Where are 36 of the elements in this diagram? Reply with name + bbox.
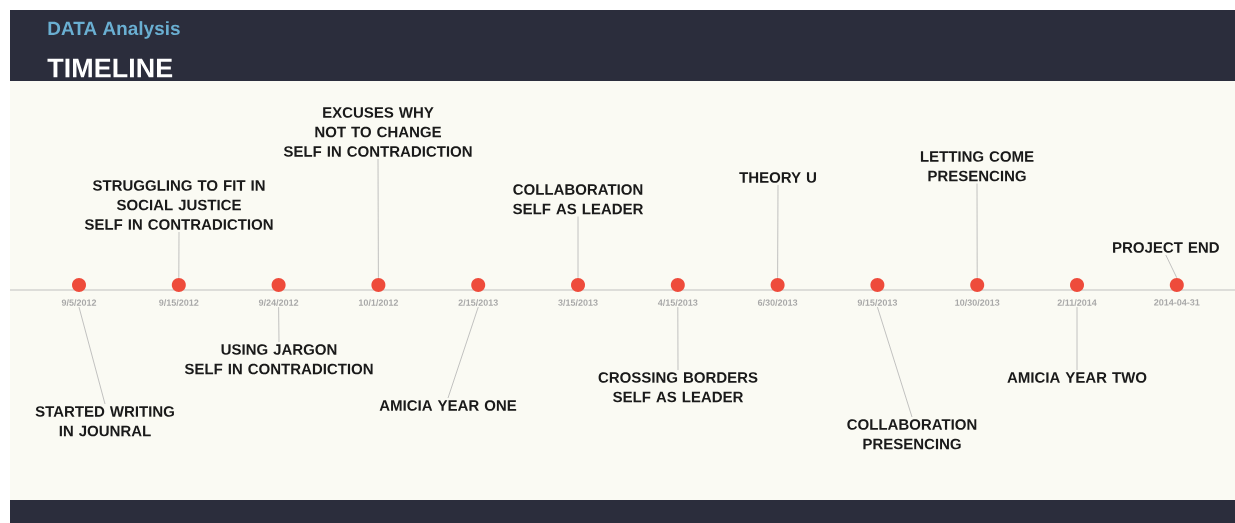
event-label: STRUGGLING TO FIT IN SOCIAL JUSTICE SELF IN CONTRADICTION xyxy=(84,180,273,230)
event-label: CROSSING BORDERS SELF AS LEADER xyxy=(598,372,758,403)
event-label: PROJECT END xyxy=(1113,242,1219,253)
leader-line xyxy=(976,183,978,279)
event-label: EXCUSES WHY NOT TO CHANGE SELF IN CONTRADICTION xyxy=(283,107,472,157)
event-label: USING JARGON SELF IN CONTRADICTION xyxy=(184,344,373,375)
leader-line xyxy=(78,306,106,405)
event-label: LETTING COME PRESENCING xyxy=(920,151,1034,182)
date-label: 6/30/2013 xyxy=(757,299,798,306)
date-label: 4/15/2013 xyxy=(657,299,698,306)
date-label: 10/30/2013 xyxy=(955,299,1000,306)
date-label: 9/24/2012 xyxy=(258,299,299,306)
event-label: AMICIA YEAR ONE xyxy=(379,400,517,411)
title: TIMELINE xyxy=(47,58,173,78)
date-label: 3/15/2013 xyxy=(558,299,598,306)
date-label: 10/1/2012 xyxy=(358,299,399,306)
date-label: 2/15/2013 xyxy=(458,299,498,306)
subtitle: DATA Analysis xyxy=(48,21,180,39)
event-label: THEORY U xyxy=(739,172,816,183)
date-label: 2/11/2014 xyxy=(1057,299,1097,306)
leader-line xyxy=(877,306,913,418)
event-label: COLLABORATION PRESENCING xyxy=(847,419,977,450)
leader-line xyxy=(178,231,180,279)
leader-line xyxy=(677,306,679,371)
event-label: STARTED WRITING IN JOUNRAL xyxy=(35,406,174,437)
date-label: 9/15/2013 xyxy=(857,299,898,306)
leader-line xyxy=(447,306,479,399)
leader-line xyxy=(777,184,779,279)
event-label: AMICIA YEAR TWO xyxy=(1007,372,1147,383)
leader-line xyxy=(1165,254,1178,279)
date-label: 9/5/2012 xyxy=(61,299,97,306)
leader-line xyxy=(377,158,379,279)
event-label: COLLABORATION SELF AS LEADER xyxy=(513,184,644,215)
date-label: 2014-04-31 xyxy=(1154,299,1200,306)
leader-line xyxy=(278,306,280,343)
date-label: 9/15/2012 xyxy=(159,299,199,306)
